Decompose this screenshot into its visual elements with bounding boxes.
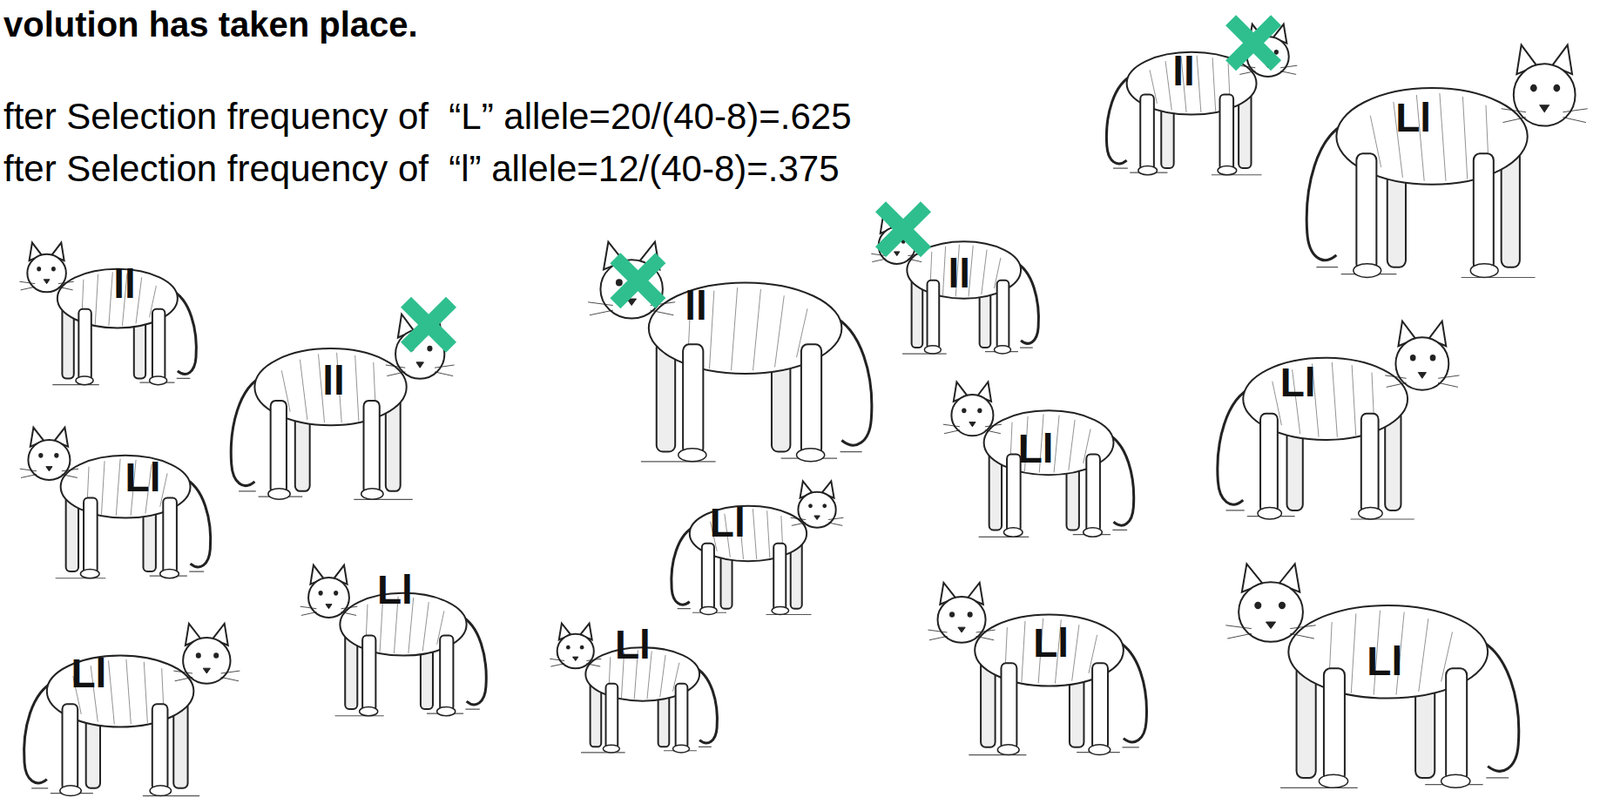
genotype-label: Ll <box>1018 428 1054 469</box>
genotype-label: Ll <box>709 502 746 543</box>
cougar-outline <box>15 224 210 393</box>
frequency-note: fter Selection frequency of “L” allele=2… <box>3 95 852 138</box>
genotype-label: Ll <box>125 457 162 498</box>
cougar-drawing <box>549 623 717 753</box>
cougar-drawing <box>670 480 844 615</box>
cougar: ll <box>581 214 893 475</box>
cougar: ll <box>214 290 460 511</box>
x-mark <box>880 207 926 253</box>
cougar: Ll <box>7 601 245 806</box>
cougar-drawing <box>24 623 241 797</box>
cougar-drawing <box>1216 320 1459 519</box>
cougar-outline <box>658 464 848 623</box>
x-mark <box>405 302 452 348</box>
genotype-label: Ll <box>377 569 413 610</box>
cougar: Ll <box>658 464 848 623</box>
cougar-outline <box>923 560 1163 765</box>
cougar: Ll <box>923 560 1163 765</box>
cougar-drawing <box>943 381 1135 537</box>
x-mark <box>1230 20 1276 66</box>
genotype-label: ll <box>947 253 971 294</box>
cougar-outline <box>1285 15 1594 291</box>
genotype-label: Ll <box>1032 622 1069 663</box>
cougar: ll <box>15 224 210 393</box>
cougar-drawing <box>928 582 1148 756</box>
cougar: Ll <box>546 607 730 761</box>
cougar-drawing <box>19 426 210 578</box>
cougar: ll <box>1092 5 1302 184</box>
cougar-outline <box>7 601 245 806</box>
cougar: Ll <box>938 362 1148 547</box>
cougar-drawing <box>587 242 872 462</box>
removed-mark <box>581 214 893 475</box>
genotype-label: Ll <box>614 624 651 665</box>
cougar-drawing <box>1306 44 1587 277</box>
genotype-label: ll <box>1172 51 1195 92</box>
cougar-drawing <box>19 242 196 385</box>
genotype-label: Ll <box>1366 641 1403 682</box>
cougar: ll <box>867 198 1052 362</box>
cougar-outline <box>581 214 893 475</box>
cougar-drawing <box>1225 563 1519 788</box>
genotype-label: Ll <box>1280 362 1317 403</box>
cougar: Ll <box>15 408 225 588</box>
genotype-label: ll <box>684 285 708 326</box>
removed-mark <box>1092 5 1302 184</box>
cougar-drawing <box>299 565 487 716</box>
cougar-outline <box>15 408 225 588</box>
frequency-note: fter Selection frequency of “l” allele=1… <box>3 148 840 190</box>
genotype-label: Ll <box>70 653 107 694</box>
genotype-label: ll <box>113 263 136 304</box>
cougar: Ll <box>1199 296 1465 531</box>
genotype-label: ll <box>322 360 345 401</box>
cougar: Ll <box>1219 535 1541 802</box>
cougar-drawing <box>1106 24 1297 176</box>
heading: volution has taken place. <box>3 5 419 45</box>
cougar-outline <box>1199 296 1465 531</box>
cougar: Ll <box>1285 15 1594 291</box>
x-mark <box>614 257 661 304</box>
cougar: Ll <box>296 546 500 725</box>
genotype-label: Ll <box>1395 97 1432 138</box>
